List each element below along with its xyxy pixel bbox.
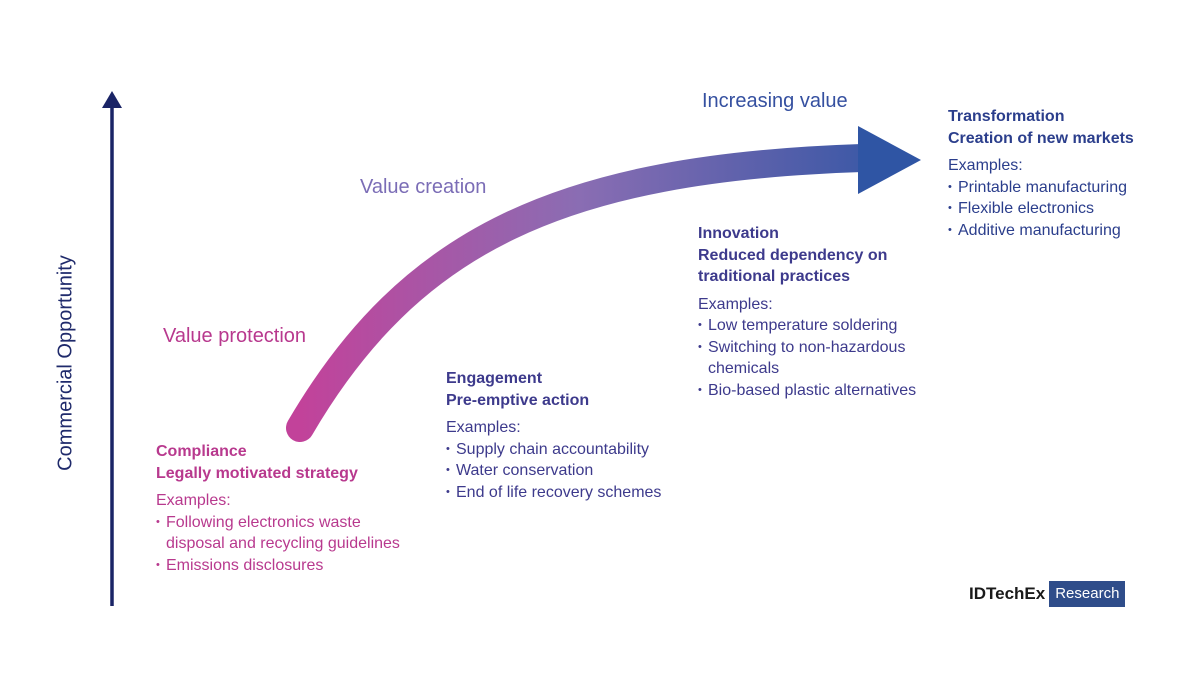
compliance-block: Compliance Legally motivated strategy Ex… [156, 441, 406, 576]
engagement-examples-list: Supply chain accountability Water conser… [446, 439, 706, 504]
engagement-examples-heading: Examples: [446, 419, 521, 436]
innovation-examples-heading: Examples: [698, 295, 773, 313]
list-item: End of life recovery schemes [446, 482, 706, 504]
engagement-subtitle: Pre-emptive action [446, 391, 590, 409]
stage-label-value-protection: Value protection [163, 325, 307, 347]
engagement-title: Engagement [446, 370, 543, 387]
stage-label-value-creation: Value creation [360, 176, 487, 198]
list-item: Bio-based plastic alternatives [698, 380, 948, 402]
transformation-title: Transformation [948, 108, 1065, 125]
compliance-examples-heading: Examples: [156, 492, 231, 509]
y-axis-label: Commercial Opportunity [54, 255, 77, 471]
list-item: Supply chain accountability [446, 439, 706, 461]
transformation-examples-heading: Examples: [948, 157, 1023, 174]
innovation-title: Innovation [698, 225, 779, 242]
engagement-block: Engagement Pre-emptive action Examples: … [446, 368, 706, 503]
y-axis-arrowhead [102, 91, 122, 108]
list-item: Switching to non-hazardous chemicals [698, 337, 948, 380]
transformation-block: Transformation Creation of new markets E… [948, 106, 1188, 241]
innovation-subtitle: Reduced dependency on traditional practi… [698, 246, 888, 286]
list-item: Flexible electronics [948, 198, 1188, 220]
transformation-subtitle: Creation of new markets [948, 129, 1134, 147]
innovation-examples-list: Low temperature soldering Switching to n… [698, 315, 948, 401]
list-item: Following electronics waste disposal and… [156, 512, 406, 555]
value-curve-arrowhead [858, 126, 921, 194]
list-item: Water conservation [446, 460, 706, 482]
list-item: Emissions disclosures [156, 555, 406, 577]
value-curve-arrow-shaft [286, 144, 876, 442]
list-item: Additive manufacturing [948, 220, 1188, 242]
brand-name: IDTechEx [969, 584, 1046, 603]
compliance-title: Compliance [156, 443, 247, 460]
list-item: Printable manufacturing [948, 177, 1188, 199]
transformation-examples-list: Printable manufacturing Flexible electro… [948, 177, 1188, 242]
brand-tag: Research [1049, 581, 1126, 607]
idtechex-logo: IDTechEx Research [969, 581, 1126, 607]
innovation-block: Innovation Reduced dependency on traditi… [698, 223, 948, 401]
compliance-subtitle: Legally motivated strategy [156, 464, 358, 482]
list-item: Low temperature soldering [698, 315, 948, 337]
compliance-examples-list: Following electronics waste disposal and… [156, 512, 406, 577]
stage-label-increasing-value: Increasing value [702, 90, 848, 112]
